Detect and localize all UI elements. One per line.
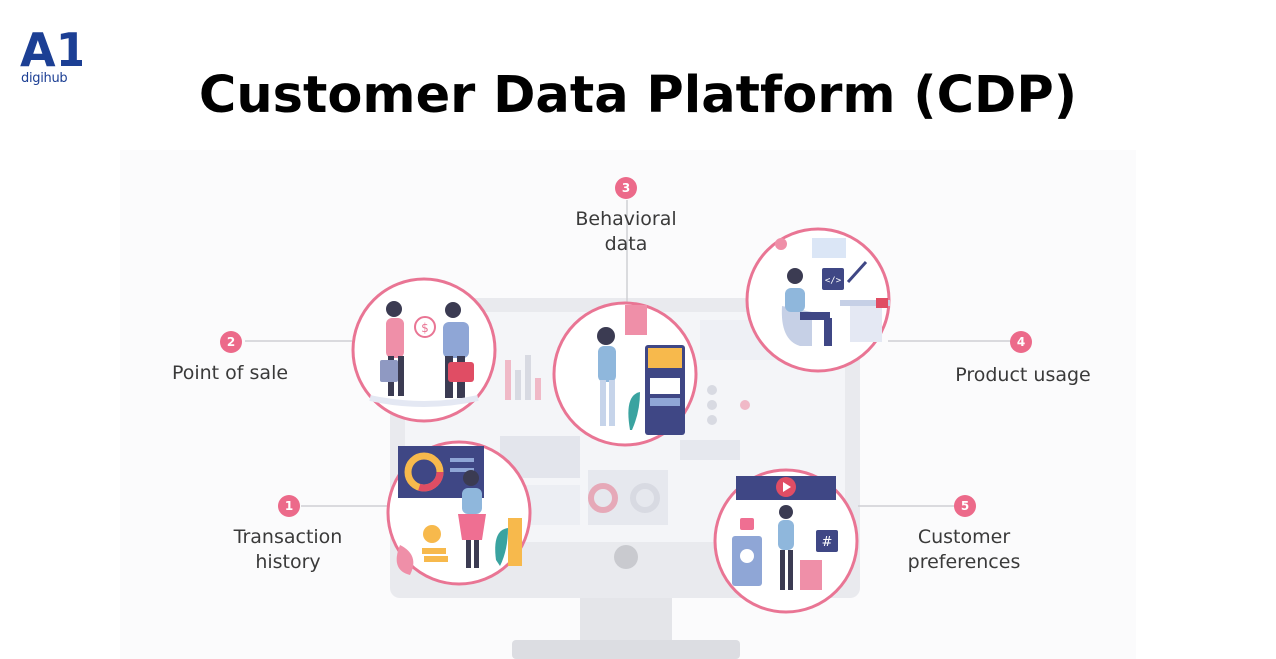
logo-subtext: digihub [21,71,68,86]
svg-text:A1: A1 [20,24,82,72]
svg-text:$: $ [421,321,429,335]
step-badge-4: 4 [1010,331,1032,353]
page-title: Customer Data Platform (CDP) [198,66,1078,125]
label-behavioral-data: Behavioral data [575,208,677,255]
customer-preferences-illustration: # [713,468,859,614]
step-badge-2: 2 [220,331,242,353]
label-point-of-sale: Point of sale [171,362,289,384]
svg-text:</>: </> [825,276,842,286]
step-badge-3: 3 [615,177,637,199]
transaction-history-illustration [386,440,532,586]
step-badge-1: 1 [278,495,300,517]
label-transaction-history: Transaction history [233,526,343,573]
point-of-sale-illustration: $ [351,277,497,423]
label-product-usage: Product usage [955,364,1091,386]
logo-mark-icon: A1 [20,24,82,72]
step-badge-5: 5 [954,495,976,517]
product-usage-illustration: </> [745,227,891,373]
behavioral-data-illustration [552,301,698,447]
a1-digihub-logo: A1 digihub [20,24,82,90]
label-customer-preferences: Customer preferences [907,526,1021,573]
svg-text:#: # [822,535,833,550]
connector-lines [245,200,1010,507]
